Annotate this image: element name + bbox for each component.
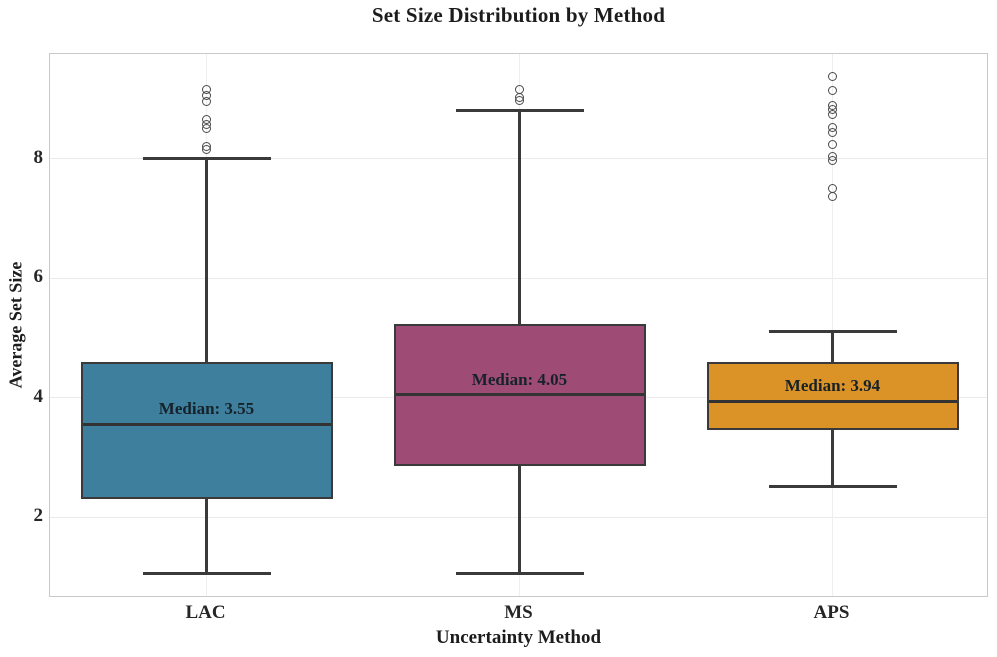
median-value-label: Median: 3.94 (784, 376, 881, 396)
chart-title: Set Size Distribution by Method (371, 3, 666, 27)
x-tick-label: LAC (185, 602, 226, 623)
median-line (708, 399, 957, 403)
median-line (82, 422, 331, 426)
x-tick-label: APS (813, 602, 850, 623)
whisker-upper-stem (518, 110, 521, 325)
whisker-upper-stem (831, 331, 834, 362)
x-tick-label: MS (504, 602, 533, 623)
whisker-lower-cap (768, 484, 897, 488)
median-value-label: Median: 4.05 (471, 369, 568, 389)
plot-area: Median: 3.55 Median: 4.05 Median: 3.94 (49, 53, 988, 597)
whisker-lower-stem (518, 466, 521, 574)
outlier-point (828, 128, 837, 138)
outlier-point (202, 145, 211, 155)
whisker-lower-stem (831, 430, 834, 486)
median-line (395, 393, 644, 397)
box-lac (80, 361, 333, 500)
outlier-point (828, 156, 837, 166)
whisker-upper-cap (142, 157, 271, 161)
y-tick-label: 4 (33, 385, 44, 407)
x-axis-label: Uncertainty Method (435, 627, 602, 648)
outlier-point (202, 97, 211, 107)
outlier-point (202, 124, 211, 134)
y-tick-label: 6 (33, 266, 44, 288)
outlier-point (828, 192, 837, 202)
median-value-label: Median: 3.55 (158, 399, 255, 419)
outlier-point (828, 71, 837, 81)
y-tick-label: 2 (33, 505, 44, 526)
outlier-point (515, 96, 524, 106)
whisker-upper-cap (455, 109, 584, 113)
x-gridline (832, 54, 833, 596)
whisker-lower-cap (142, 572, 271, 576)
whisker-upper-cap (768, 330, 897, 334)
y-tick-label: 8 (33, 146, 44, 168)
whisker-upper-stem (205, 158, 208, 362)
outlier-point (828, 85, 837, 95)
box-aps (706, 361, 959, 431)
whisker-lower-stem (205, 499, 208, 574)
outlier-point (828, 109, 837, 119)
whisker-lower-cap (455, 572, 584, 576)
outlier-point (828, 140, 837, 150)
